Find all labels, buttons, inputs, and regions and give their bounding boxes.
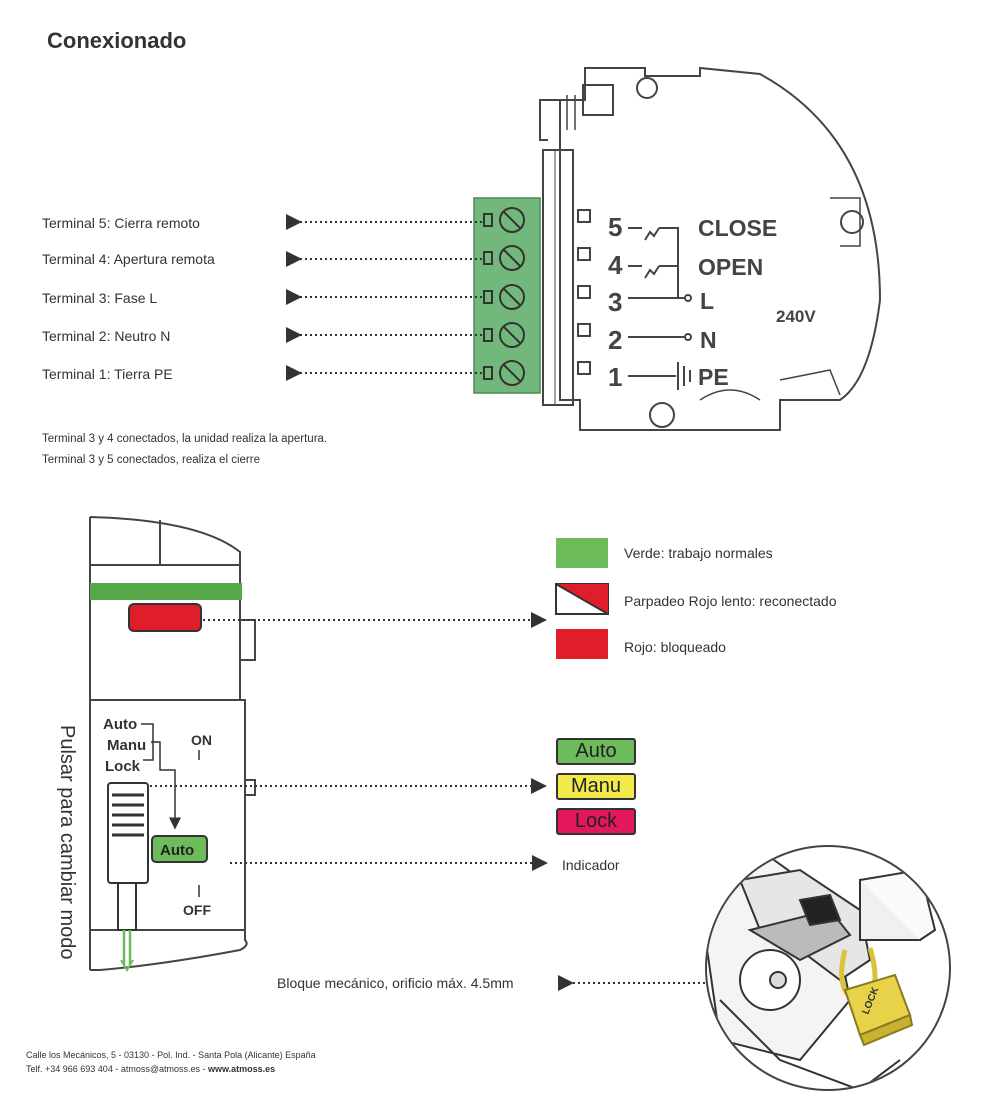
- pin-4-number: 4: [608, 250, 623, 280]
- pin-5-number: 5: [608, 212, 622, 242]
- pin-5-name: CLOSE: [698, 215, 777, 241]
- pin-4-name: OPEN: [698, 254, 763, 280]
- mechanical-lock-detail: LOCK: [705, 845, 951, 1091]
- terminal-5-label: Terminal 5: Cierra remoto: [42, 215, 200, 231]
- pin-3-name: L: [700, 288, 714, 314]
- control-unit: [89, 516, 256, 971]
- connector-device: [539, 66, 882, 431]
- mode-auto-box: Auto: [556, 738, 636, 765]
- terminal-2-label: Terminal 2: Neutro N: [42, 328, 171, 344]
- device-wiring: [628, 227, 692, 390]
- note-line-2: Terminal 3 y 5 conectados, realiza el ci…: [42, 454, 260, 466]
- mode-indicator: [151, 835, 208, 863]
- mode-manu-box: Manu: [556, 773, 636, 800]
- terminal-screws: [483, 207, 525, 386]
- mode-indicator-text: Auto: [160, 842, 194, 859]
- terminal-4-label: Terminal 4: Apertura remota: [42, 251, 215, 267]
- on-label: ON: [191, 732, 212, 748]
- legend-red-swatch: [556, 629, 608, 659]
- switch-label-auto: Auto: [103, 716, 137, 733]
- terminal-3-label: Terminal 3: Fase L: [42, 290, 158, 306]
- footer-contact-text: Telf. +34 966 693 404 - atmoss@atmoss.es…: [26, 1064, 208, 1074]
- status-led: [128, 603, 202, 632]
- terminal-1-label: Terminal 1: Tierra PE: [42, 366, 173, 382]
- pin-2-number: 2: [608, 325, 622, 355]
- footer-website: www.atmoss.es: [207, 1064, 276, 1074]
- legend-red-label: Rojo: bloqueado: [624, 639, 726, 655]
- pin-1-name: PE: [698, 364, 729, 390]
- legend-blink-swatch: [555, 583, 609, 615]
- mode-lock-box: Lock: [556, 808, 636, 835]
- legend-blink-label: Parpadeo Rojo lento: reconectado: [624, 593, 837, 609]
- legend-green-label: Verde: trabajo normales: [624, 545, 773, 561]
- mechanical-lock-label: Bloque mecánico, orificio máx. 4.5mm: [277, 975, 514, 991]
- voltage-label: 240V: [776, 307, 816, 326]
- switch-labels: Auto Manu Lock ON OFF: [103, 716, 212, 918]
- green-status-bar: [90, 583, 242, 600]
- legend-arrows: [150, 612, 760, 991]
- device-pin-labels: 5 4 3 2 1 CLOSE OPEN L N PE 240V: [608, 212, 816, 392]
- change-mode-vertical-text: Pulsar para cambiar modo: [56, 725, 78, 960]
- switch-label-manu: Manu: [107, 737, 146, 754]
- terminal-arrows: [286, 214, 482, 381]
- switch-label-lock: Lock: [105, 758, 141, 775]
- indicator-label: Indicador: [562, 857, 620, 873]
- note-line-1: Terminal 3 y 4 conectados, la unidad rea…: [42, 433, 328, 445]
- mode-slider: [107, 782, 149, 972]
- pin-1-number: 1: [608, 362, 622, 392]
- pin-3-number: 3: [608, 287, 622, 317]
- page-title: Conexionado: [47, 28, 187, 53]
- legend-green-swatch: [556, 538, 608, 568]
- pin-2-name: N: [700, 327, 717, 353]
- off-label: OFF: [183, 902, 211, 918]
- footer-contact: Telf. +34 966 693 404 - atmoss@atmoss.es…: [26, 1064, 275, 1074]
- footer-address: Calle los Mecánicos, 5 - 03130 - Pol. In…: [26, 1050, 316, 1060]
